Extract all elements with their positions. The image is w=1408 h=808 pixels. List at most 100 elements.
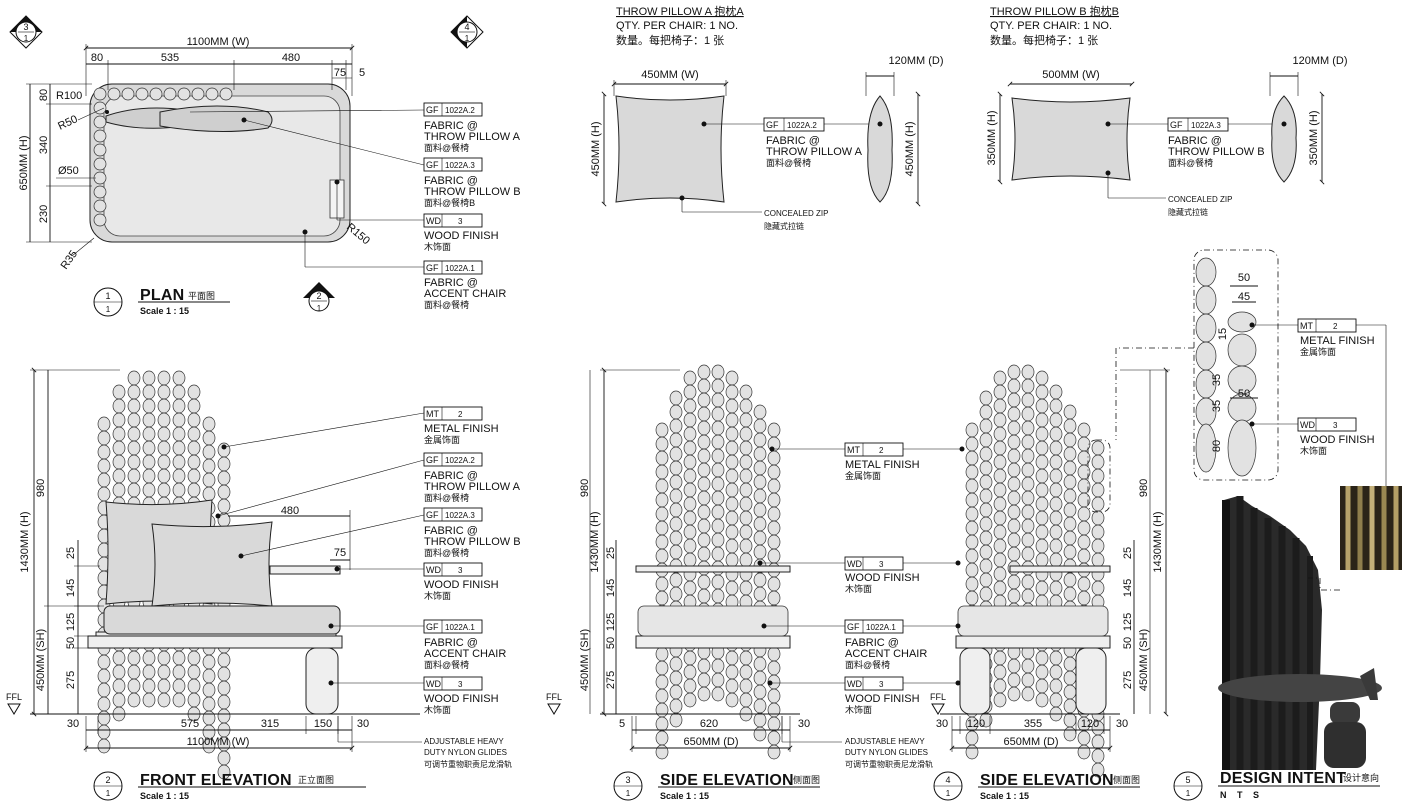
svg-text:WOOD FINISH: WOOD FINISH [845,572,920,584]
svg-text:120MM (D): 120MM (D) [888,55,943,67]
svg-text:FFL: FFL [6,692,22,702]
svg-text:3: 3 [23,22,28,32]
svg-text:FABRIC @: FABRIC @ [424,175,478,187]
svg-text:木饰面: 木饰面 [845,583,872,594]
svg-text:80: 80 [91,52,103,64]
svg-text:50: 50 [1238,272,1250,284]
svg-text:450MM (H): 450MM (H) [590,121,602,176]
design-intent: 5 1 DESIGN INTENT 设计意向 N T S [1173,486,1402,801]
svg-text:1022A.3: 1022A.3 [1191,121,1221,130]
svg-text:R100: R100 [56,90,82,102]
svg-text:WOOD FINISH: WOOD FINISH [424,693,499,705]
svg-text:WOOD FINISH: WOOD FINISH [1300,434,1375,446]
svg-text:1: 1 [946,789,951,798]
svg-text:METAL FINISH: METAL FINISH [424,423,499,435]
svg-text:35: 35 [1211,400,1223,412]
side3-tags: MT 2 METAL FINISH 金属饰面 WD 3 WOOD FINISH … [760,442,962,769]
svg-text:50: 50 [605,637,617,649]
svg-text:FABRIC @: FABRIC @ [424,525,478,537]
svg-text:2: 2 [316,291,321,301]
svg-text:QTY. PER CHAIR: 1 NO.: QTY. PER CHAIR: 1 NO. [616,20,738,32]
svg-text:1022A.3: 1022A.3 [445,511,475,520]
svg-text:450MM (SH): 450MM (SH) [579,629,591,691]
svg-text:45: 45 [1238,291,1250,303]
svg-text:2: 2 [458,410,463,419]
svg-text:50: 50 [1238,388,1250,400]
svg-text:1: 1 [24,34,29,43]
bead-detail: 50 45 15 35 35 50 80 MT 2 METAL FINISH 金… [1115,249,1387,488]
svg-text:Scale 1 : 15: Scale 1 : 15 [140,306,189,316]
svg-text:1: 1 [105,291,110,301]
svg-text:150: 150 [314,718,332,730]
svg-text:ACCENT CHAIR: ACCENT CHAIR [424,288,506,300]
svg-text:1100MM (W): 1100MM (W) [187,736,250,748]
side4-dims: 1430MM (H) 980 450MM (SH) 25 145 125 50 … [930,367,1170,752]
svg-text:FABRIC @: FABRIC @ [424,120,478,132]
svg-text:1022A.3: 1022A.3 [445,161,475,170]
svg-text:DUTY NYLON GLIDES: DUTY NYLON GLIDES [845,748,928,757]
svg-text:5: 5 [1185,775,1190,785]
svg-text:50: 50 [65,637,77,649]
svg-text:120: 120 [967,718,985,730]
plan-title: 1 1 PLAN 平面图 Scale 1 : 15 [93,287,230,317]
plan-tags: GF 1022A.2 FABRIC @ THROW PILLOW A 面料@餐椅… [189,102,521,310]
svg-text:金属饰面: 金属饰面 [1300,346,1336,357]
svg-text:THROW PILLOW A: THROW PILLOW A [424,481,521,493]
svg-text:80: 80 [1211,440,1223,452]
svg-text:5: 5 [359,67,365,79]
svg-text:METAL FINISH: METAL FINISH [1300,335,1375,347]
front-leg [305,647,339,715]
svg-text:980: 980 [1138,479,1150,497]
svg-text:1022A.1: 1022A.1 [866,623,896,632]
svg-text:1022A.2: 1022A.2 [445,106,475,115]
svg-text:650MM (D): 650MM (D) [1003,736,1058,748]
plan-dim-top: 1100MM (W) 80 535 480 75 5 [83,36,365,96]
svg-text:15: 15 [1217,328,1229,340]
svg-text:WD: WD [847,679,862,689]
svg-text:THROW PILLOW A 抱枕A: THROW PILLOW A 抱枕A [616,4,744,18]
svg-text:450MM (W): 450MM (W) [641,69,698,81]
svg-text:650MM (H): 650MM (H) [18,135,30,190]
svg-text:THROW PILLOW A: THROW PILLOW A [424,131,521,143]
svg-text:1430MM (H): 1430MM (H) [589,511,601,572]
svg-text:DUTY NYLON GLIDES: DUTY NYLON GLIDES [424,748,507,757]
svg-text:MT: MT [1300,321,1313,331]
svg-text:25: 25 [605,547,617,559]
svg-text:1022A.2: 1022A.2 [787,121,817,130]
svg-text:THROW PILLOW B: THROW PILLOW B [1168,146,1265,158]
svg-text:侧面图: 侧面图 [1113,774,1140,785]
svg-text:450MM (H): 450MM (H) [904,121,916,176]
svg-text:金属饰面: 金属饰面 [845,470,881,481]
svg-text:1: 1 [1186,789,1191,798]
pillow-a-detail: THROW PILLOW A 抱枕A QTY. PER CHAIR: 1 NO.… [590,4,944,231]
svg-text:THROW PILLOW A: THROW PILLOW A [766,146,863,158]
svg-text:35: 35 [1211,374,1223,386]
svg-text:GF: GF [426,160,439,170]
svg-text:GF: GF [426,263,439,273]
svg-text:CONCEALED ZIP: CONCEALED ZIP [1168,195,1232,204]
svg-text:面料@餐椅: 面料@餐椅 [424,659,469,670]
svg-text:THROW PILLOW B 抱枕B: THROW PILLOW B 抱枕B [990,4,1119,18]
svg-text:1: 1 [106,789,111,798]
svg-text:MT: MT [426,409,439,419]
svg-text:ACCENT CHAIR: ACCENT CHAIR [845,648,927,660]
svg-text:50: 50 [1122,637,1134,649]
svg-text:面料@餐椅: 面料@餐椅 [424,547,469,558]
pillow-a-front [615,95,725,203]
svg-text:3: 3 [458,680,463,689]
section-callout-2: 2 1 [303,282,335,313]
svg-text:ACCENT CHAIR: ACCENT CHAIR [424,648,506,660]
svg-text:木饰面: 木饰面 [424,590,451,601]
svg-text:FABRIC @: FABRIC @ [766,135,820,147]
svg-text:125: 125 [1122,613,1134,631]
pillow-b-detail: THROW PILLOW B 抱枕B QTY. PER CHAIR: 1 NO.… [986,4,1348,217]
svg-text:1: 1 [626,789,631,798]
svg-text:30: 30 [67,718,79,730]
svg-text:480: 480 [281,505,299,517]
svg-text:WD: WD [426,565,441,575]
intent-title: 5 1 DESIGN INTENT 设计意向 N T S [1173,770,1380,801]
svg-text:25: 25 [65,547,77,559]
svg-text:30: 30 [798,718,810,730]
svg-text:120: 120 [1081,718,1099,730]
